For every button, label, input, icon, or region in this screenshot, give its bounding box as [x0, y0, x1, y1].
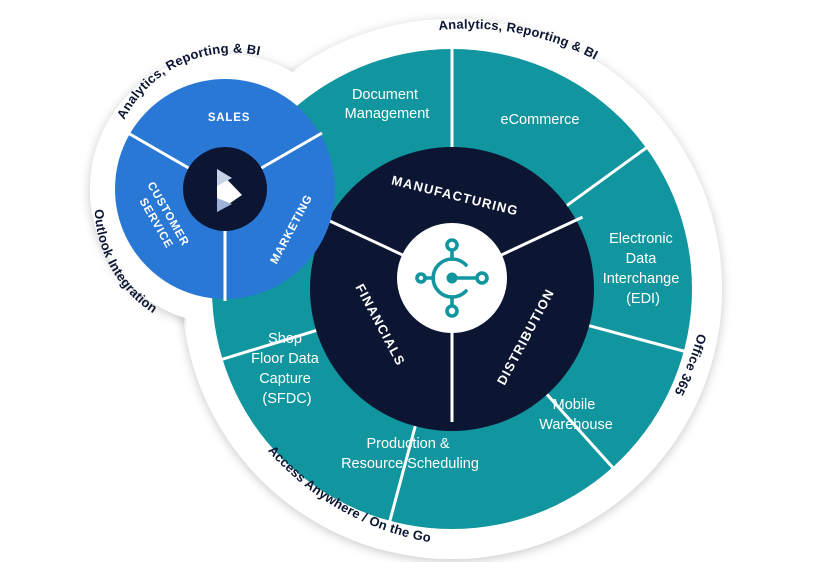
core-divider-0 — [500, 215, 584, 257]
module-production-scheduling: Production & Resource Scheduling — [341, 436, 479, 472]
module-divider-4 — [387, 423, 418, 524]
module-divider-1 — [564, 145, 649, 208]
module-divider-3 — [544, 392, 616, 470]
module-ecommerce: eCommerce — [501, 112, 580, 128]
business-central-icon — [415, 238, 489, 318]
core-dividers — [320, 215, 584, 422]
crm-divider-0 — [260, 131, 323, 170]
dynamics-logo-icon — [217, 169, 242, 212]
module-divider-2 — [586, 323, 687, 354]
crm-sales: SALES — [208, 112, 250, 124]
module-divider-5 — [220, 328, 319, 362]
crm-divider-2 — [127, 131, 190, 170]
module-dividers — [220, 47, 687, 524]
module-mobile-warehouse: Mobile Warehouse — [539, 397, 613, 433]
crm-dividers — [127, 131, 323, 301]
core-divider-2 — [320, 215, 404, 257]
module-document-management: Document Management — [345, 87, 430, 122]
module-sfdc: Shop Floor Data Capture (SFDC) — [251, 331, 323, 407]
module-edi: Electronic Data Interchange (EDI) — [603, 231, 684, 307]
